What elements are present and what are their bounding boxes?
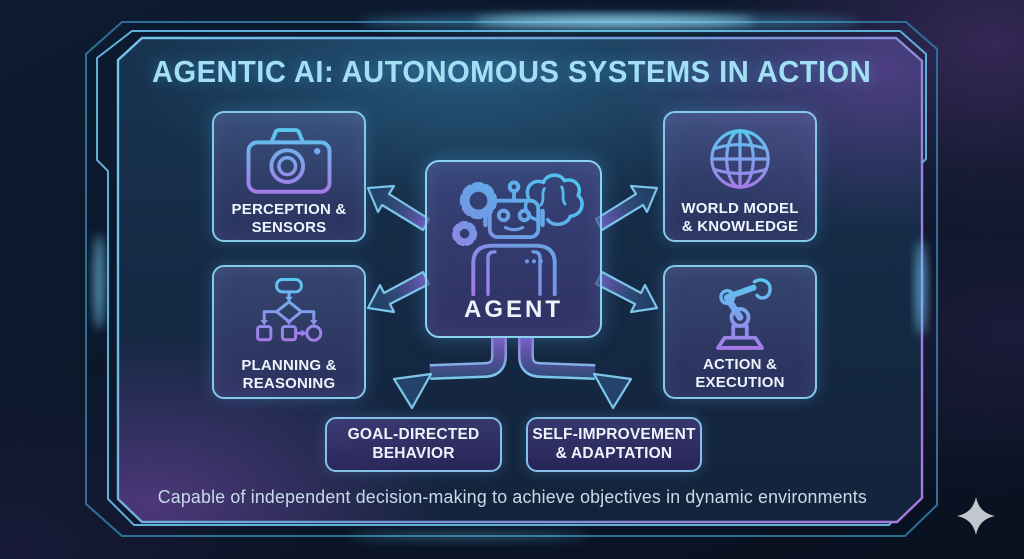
world-model-box: WORLD MODEL& KNOWLEDGE [663, 111, 817, 242]
self-improvement-box: SELF-IMPROVEMENT& ADAPTATION [526, 417, 702, 472]
agent-box: AGENT [425, 160, 602, 338]
robot-arm-icon [716, 278, 772, 350]
planning-reasoning-label: PLANNING &REASONING [241, 357, 337, 393]
robot-icon [451, 173, 584, 297]
planning-reasoning-box: PLANNING &REASONING [212, 265, 366, 399]
flowchart-icon [256, 277, 323, 342]
agent-label: AGENT [464, 296, 563, 323]
action-execution-box: ACTION &EXECUTION [663, 265, 817, 399]
world-model-label: WORLD MODEL& KNOWLEDGE [681, 200, 799, 236]
perception-sensors-label: PERCEPTION &SENSORS [231, 201, 347, 237]
action-execution-label: ACTION &EXECUTION [695, 356, 785, 392]
footer-caption: Capable of independent decision-making t… [157, 486, 867, 507]
perception-sensors-box: PERCEPTION &SENSORS [212, 111, 366, 242]
camera-icon [246, 128, 332, 194]
globe-icon [710, 129, 770, 189]
self-improvement-label: SELF-IMPROVEMENT& ADAPTATION [532, 426, 696, 462]
page-title: AGENTIC AI: AUTONOMOUS SYSTEMS IN ACTION [152, 54, 872, 89]
